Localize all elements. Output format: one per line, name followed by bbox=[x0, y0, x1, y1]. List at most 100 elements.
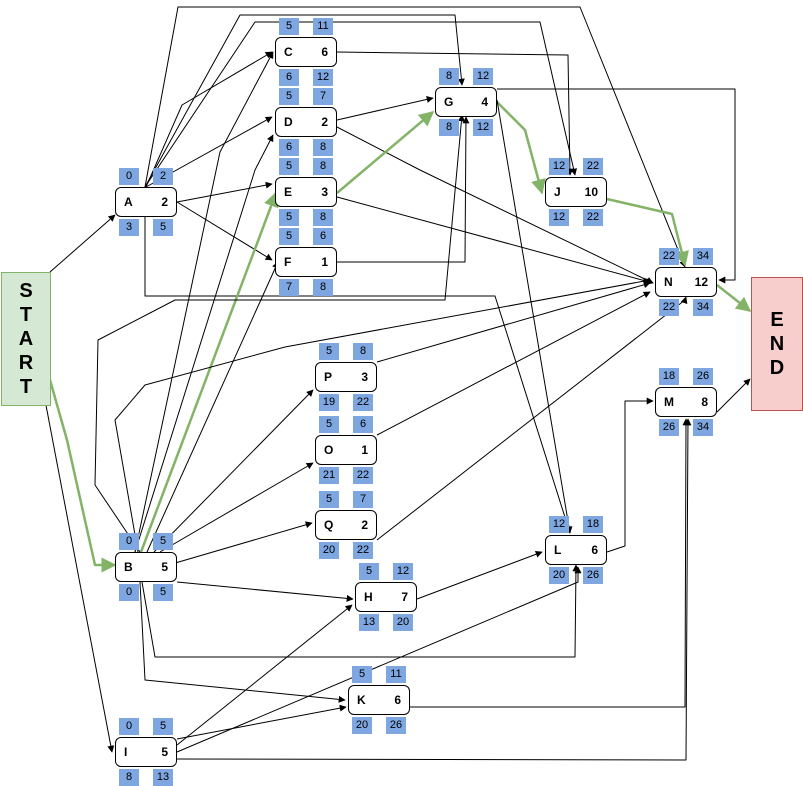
early-finish-box: 12 bbox=[473, 68, 493, 85]
activity-name: H bbox=[364, 590, 373, 604]
dependency-arrow-j-to-n bbox=[606, 197, 689, 267]
late-finish-box: 34 bbox=[693, 419, 713, 436]
start-letter: T bbox=[19, 304, 33, 326]
dependency-arrow-b-to-d bbox=[134, 134, 274, 553]
early-start-box: 0 bbox=[119, 533, 139, 550]
late-finish-box: 8 bbox=[313, 279, 333, 296]
dependency-arrow-p-to-n bbox=[376, 281, 651, 363]
dependency-arrow-g-to-j bbox=[496, 101, 546, 195]
early-finish-box: 2 bbox=[153, 168, 173, 185]
early-finish-box: 6 bbox=[353, 416, 373, 433]
late-finish-box: 34 bbox=[693, 299, 713, 316]
dependency-arrow-a-to-c bbox=[145, 51, 273, 188]
dependency-arrow-b-to-q bbox=[164, 521, 313, 567]
late-finish-box: 13 bbox=[153, 769, 173, 786]
end-letter: N bbox=[769, 333, 785, 355]
dependency-arrow-b-to-e bbox=[139, 191, 279, 553]
activity-name: F bbox=[284, 255, 292, 269]
late-finish-box: 5 bbox=[153, 584, 173, 601]
dependency-arrow-e-to-n bbox=[336, 196, 654, 285]
activity-name: M bbox=[664, 395, 674, 409]
activity-name: L bbox=[554, 543, 562, 557]
activity-duration: 8 bbox=[701, 395, 708, 409]
early-start-box: 18 bbox=[659, 368, 679, 385]
dependency-arrow-b-to-c bbox=[134, 51, 274, 553]
activity-name: C bbox=[284, 45, 293, 59]
start-letter: R bbox=[18, 352, 34, 374]
late-finish-box: 22 bbox=[353, 394, 373, 411]
end-letter: E bbox=[770, 309, 784, 331]
dependency-arrow-a-to-e bbox=[176, 181, 273, 203]
early-start-box: 5 bbox=[279, 158, 299, 175]
early-start-box: 5 bbox=[279, 18, 299, 35]
activity-duration: 5 bbox=[161, 745, 168, 759]
dependency-arrow-o-to-n bbox=[376, 291, 651, 436]
early-finish-box: 22 bbox=[583, 158, 603, 175]
dependency-arrow-b-to-f bbox=[146, 261, 279, 553]
activity-duration: 12 bbox=[694, 275, 708, 289]
late-start-box: 20 bbox=[549, 567, 569, 584]
late-finish-box: 22 bbox=[583, 209, 603, 226]
late-finish-box: 12 bbox=[473, 119, 493, 136]
dependency-arrow-i-to-h bbox=[176, 604, 353, 746]
activity-duration: 10 bbox=[584, 185, 598, 199]
dependency-arrow-a-to-f bbox=[176, 201, 273, 261]
late-finish-box: 8 bbox=[313, 209, 333, 226]
late-finish-box: 26 bbox=[583, 567, 603, 584]
dependency-arrow-c-to-j bbox=[336, 51, 574, 176]
dependency-arrow-b-to-k bbox=[139, 581, 346, 703]
late-start-box: 8 bbox=[119, 769, 139, 786]
activity-duration: 6 bbox=[591, 543, 598, 557]
early-finish-box: 26 bbox=[693, 368, 713, 385]
early-start-box: 5 bbox=[359, 563, 379, 580]
late-start-box: 20 bbox=[352, 717, 372, 734]
dependency-arrow-b-to-l bbox=[141, 564, 580, 658]
dependency-arrow-d-to-n bbox=[336, 126, 654, 284]
early-start-box: 12 bbox=[549, 516, 569, 533]
dependency-arrow-k-to-m bbox=[410, 418, 690, 708]
early-finish-box: 8 bbox=[353, 343, 373, 360]
start-node: S T A R T bbox=[1, 272, 51, 406]
late-start-box: 5 bbox=[279, 209, 299, 226]
late-start-box: 19 bbox=[319, 394, 339, 411]
start-letter: S bbox=[19, 280, 33, 302]
activity-duration: 4 bbox=[481, 95, 488, 109]
late-finish-box: 22 bbox=[353, 467, 373, 484]
activity-duration: 2 bbox=[321, 115, 328, 129]
late-finish-box: 22 bbox=[353, 542, 373, 559]
late-start-box: 13 bbox=[359, 614, 379, 631]
early-start-box: 5 bbox=[319, 491, 339, 508]
dependency-arrow-h-to-l bbox=[416, 550, 543, 600]
start-letter: A bbox=[18, 328, 34, 350]
activity-name: D bbox=[284, 115, 293, 129]
activity-duration: 5 bbox=[161, 560, 168, 574]
dependency-arrow-start-to-i bbox=[44, 399, 115, 753]
early-finish-box: 12 bbox=[393, 563, 413, 580]
late-finish-box: 12 bbox=[313, 69, 333, 86]
dependency-arrow-b-to-n bbox=[114, 277, 651, 553]
activity-name: A bbox=[124, 195, 133, 209]
activity-name: B bbox=[124, 560, 133, 574]
early-finish-box: 34 bbox=[693, 248, 713, 265]
dependency-arrow-start-to-b bbox=[48, 379, 117, 573]
dependency-arrow-q-to-n bbox=[376, 296, 688, 541]
activity-duration: 6 bbox=[394, 693, 401, 707]
activity-duration: 1 bbox=[321, 255, 328, 269]
early-finish-box: 11 bbox=[313, 18, 333, 35]
late-start-box: 3 bbox=[119, 219, 139, 236]
activity-name: P bbox=[324, 370, 333, 384]
activity-duration: 6 bbox=[321, 45, 328, 59]
